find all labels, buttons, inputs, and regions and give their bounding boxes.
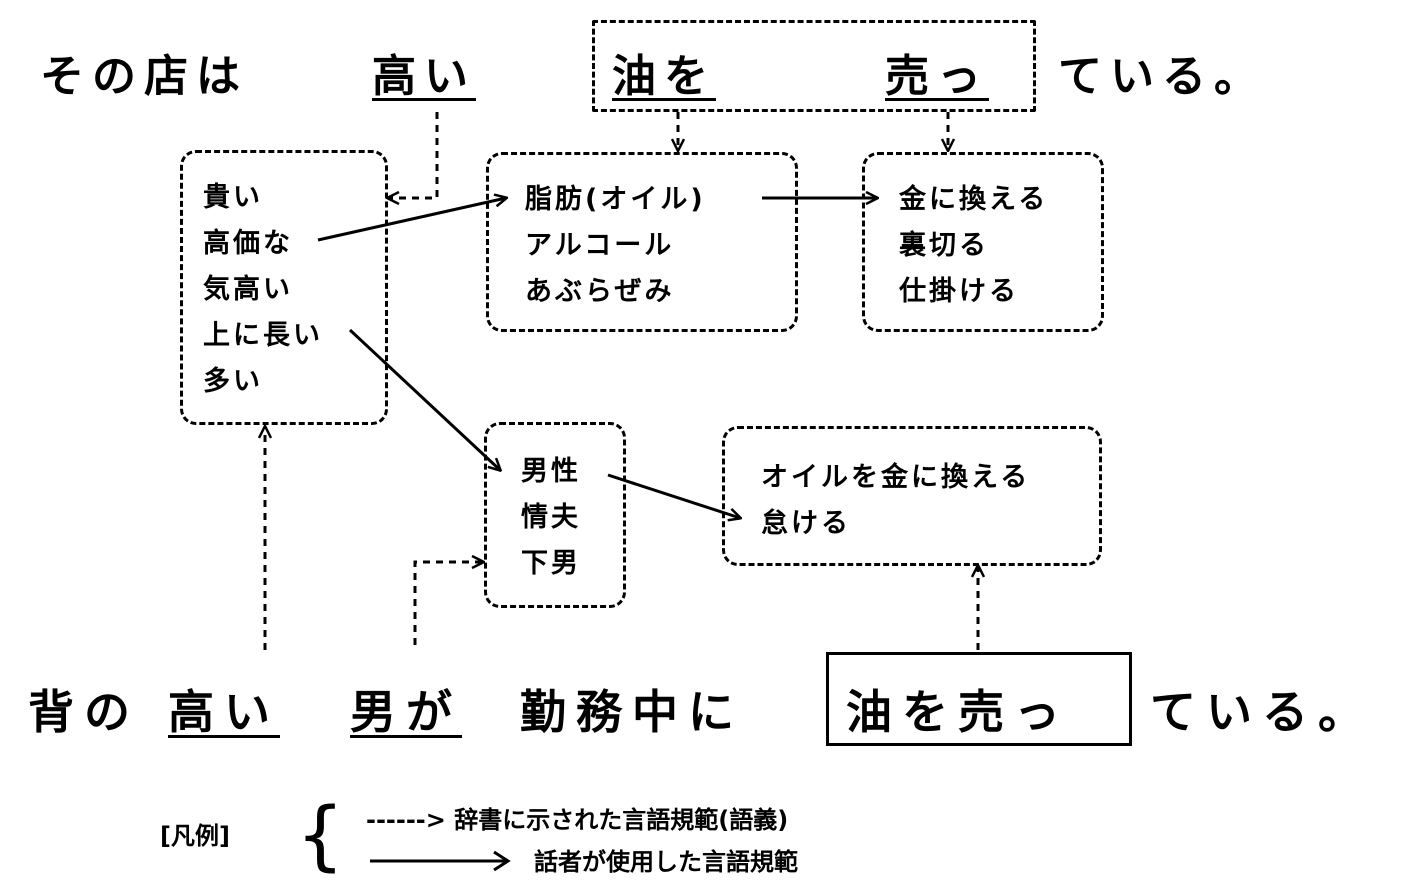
adjective-senses-box: 貴い 高価な 気高い 上に長い 多い	[180, 150, 388, 425]
adjective-sense-3: 気高い	[203, 274, 293, 305]
top-sentence-suffix: ている。	[1058, 51, 1266, 102]
legend-label: [凡例]	[160, 822, 230, 850]
top-sentence-adjective: 高い	[372, 51, 476, 102]
idiom-sense-2: 怠ける	[761, 508, 851, 539]
man-senses-box: 男性 情夫 下男	[484, 422, 626, 608]
speaker-arrow-adj-oil	[317, 198, 506, 242]
adjective-sense-1: 貴い	[203, 182, 263, 213]
oil-sense-2: アルコール	[525, 230, 675, 261]
bottom-sentence-prefix: 背の	[28, 685, 140, 739]
legend-brace: {	[296, 790, 345, 879]
oil-senses-box: 脂肪(オイル) アルコール あぶらぜみ	[486, 152, 798, 332]
legend-speaker-norm: 話者が使用した言語規範	[534, 848, 798, 876]
sell-sense-3: 仕掛ける	[899, 276, 1019, 307]
bottom-idiom-solid-box	[826, 652, 1132, 746]
sell-sense-1: 金に換える	[899, 184, 1049, 215]
bottom-sentence-suffix: ている。	[1150, 685, 1374, 739]
idiom-sense-1: オイルを金に換える	[761, 462, 1031, 493]
speaker-arrow-adj-man	[348, 328, 500, 470]
sell-senses-box: 金に換える 裏切る 仕掛ける	[862, 152, 1104, 332]
man-sense-2: 情夫	[521, 502, 581, 533]
bottom-sentence-phrase: 油を売っ	[846, 685, 1070, 739]
top-sentence-noun: 油を	[612, 51, 716, 102]
man-sense-3: 下男	[521, 548, 581, 579]
speaker-arrow-man-idiom	[607, 473, 740, 518]
bottom-sentence-adjective: 高い	[168, 685, 280, 739]
top-sentence-verb: 売っ	[885, 51, 989, 102]
sell-sense-2: 裏切る	[899, 230, 989, 261]
legend-speaker-arrow-sample	[370, 850, 511, 872]
top-sentence-prefix: その店は	[40, 51, 248, 102]
adjective-sense-4: 上に長い	[203, 320, 323, 351]
top-idiom-dashed-box	[592, 20, 1036, 112]
adjective-sense-5: 多い	[203, 366, 263, 397]
dict-arrow-adj-top	[388, 112, 439, 198]
man-sense-1: 男性	[521, 456, 581, 487]
oil-sense-1: 脂肪(オイル)	[525, 184, 706, 215]
adjective-sense-2: 高価な	[203, 228, 293, 259]
bottom-sentence-subject: 男が	[350, 685, 462, 739]
legend-dictionary-norm: ------> 辞書に示された言語規範(語義)	[366, 806, 789, 834]
bottom-sentence-middle: 勤務中に	[520, 685, 744, 739]
dict-arrow-man	[413, 562, 483, 645]
idiom-senses-box: オイルを金に換える 怠ける	[722, 426, 1102, 566]
oil-sense-3: あぶらぜみ	[525, 276, 675, 307]
